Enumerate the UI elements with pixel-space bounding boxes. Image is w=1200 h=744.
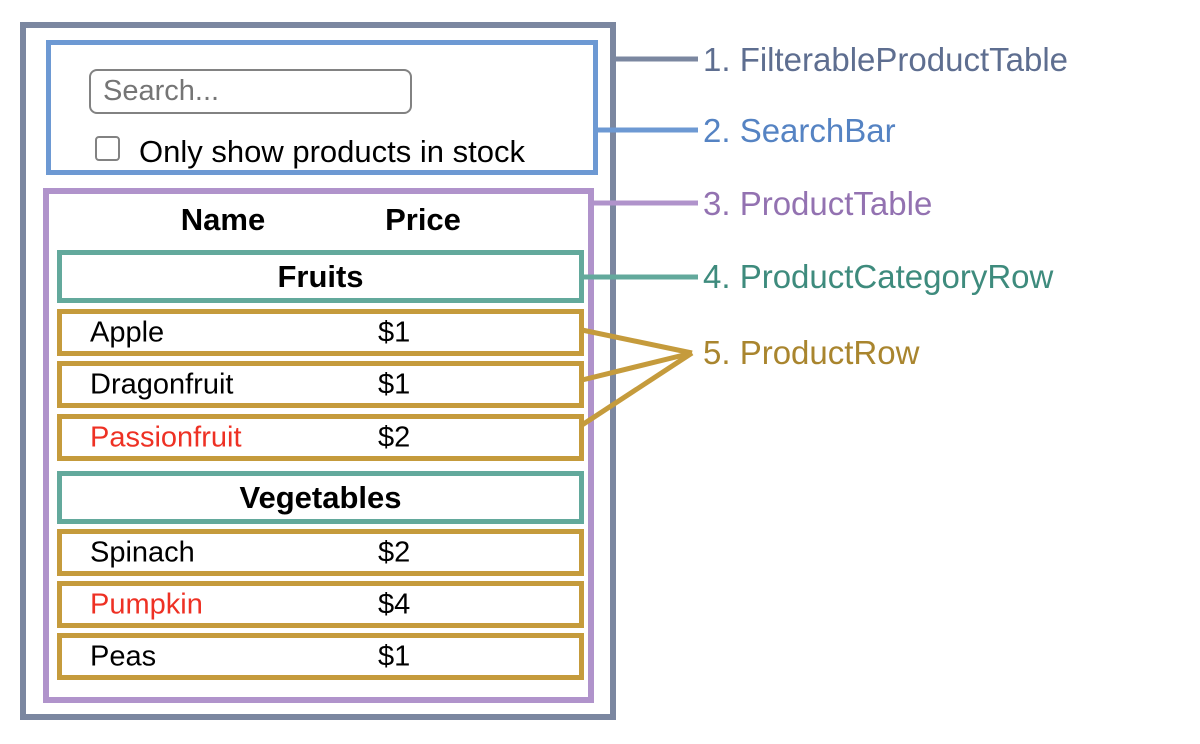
product-price: $2 — [378, 421, 411, 453]
legend-label-search-bar: 2. SearchBar — [703, 112, 896, 149]
legend-label-product-row: 5. ProductRow — [703, 334, 920, 371]
column-header-price: Price — [385, 202, 461, 237]
category-row-fruits: Fruits — [57, 250, 584, 303]
product-row-peas: Peas $1 — [57, 633, 584, 680]
category-row-vegetables: Vegetables — [57, 471, 584, 524]
in-stock-checkbox-label: Only show products in stock — [139, 134, 525, 169]
product-price: $1 — [378, 316, 411, 348]
column-header-name: Name — [180, 202, 266, 237]
product-name: Apple — [90, 316, 165, 348]
product-price: $4 — [378, 588, 411, 620]
product-row-dragonfruit: Dragonfruit $1 — [57, 361, 584, 408]
product-name: Spinach — [90, 536, 195, 568]
product-row-passionfruit: Passionfruit $2 — [57, 414, 584, 461]
search-input[interactable] — [89, 69, 412, 114]
product-row-pumpkin: Pumpkin $4 — [57, 581, 584, 628]
legend-label-product-table: 3. ProductTable — [703, 185, 933, 222]
product-name-out-of-stock: Pumpkin — [90, 588, 203, 620]
product-name-out-of-stock: Passionfruit — [90, 421, 242, 453]
legend-label-filterable-product-table: 1. FilterableProductTable — [703, 41, 1069, 78]
category-label: Vegetables — [239, 479, 402, 515]
product-row-apple: Apple $1 — [57, 309, 584, 356]
product-name: Peas — [90, 640, 157, 672]
product-row-spinach: Spinach $2 — [57, 529, 584, 576]
product-price: $1 — [378, 640, 411, 672]
in-stock-checkbox[interactable] — [95, 136, 120, 161]
product-price: $2 — [378, 536, 411, 568]
legend-label-product-category-row: 4. ProductCategoryRow — [703, 258, 1054, 295]
product-price: $1 — [378, 368, 411, 400]
product-name: Dragonfruit — [90, 368, 234, 400]
category-label: Fruits — [277, 258, 364, 294]
